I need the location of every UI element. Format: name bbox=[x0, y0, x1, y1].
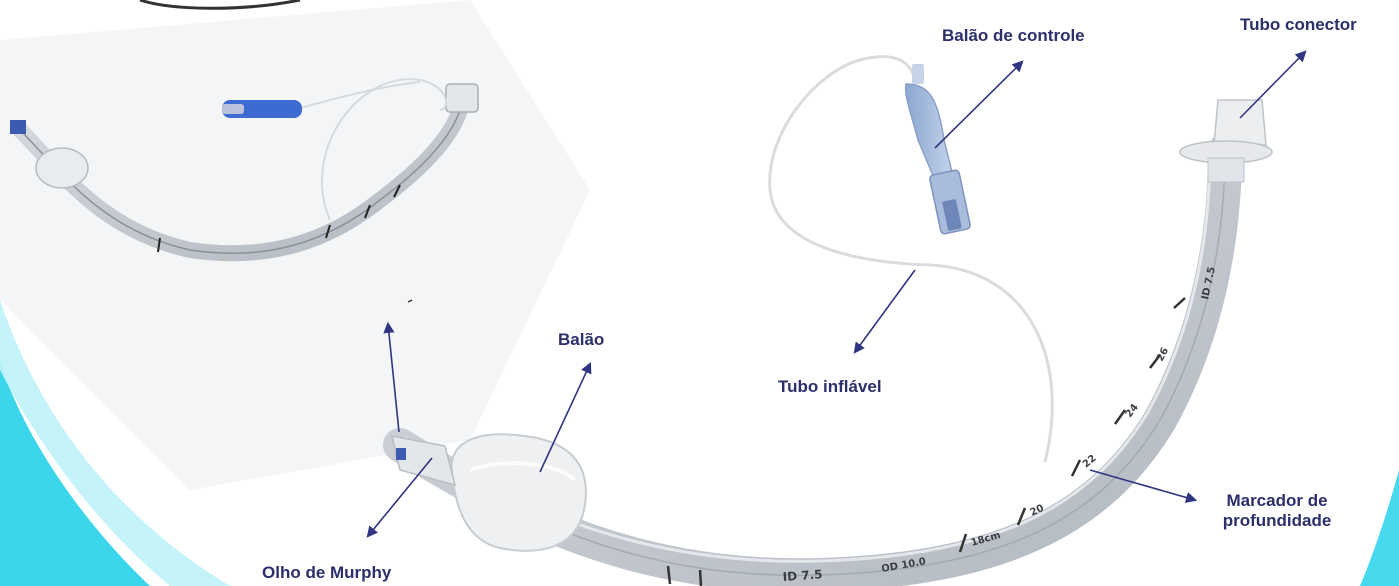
label-depth-marker-line2: profundidade bbox=[1210, 511, 1344, 531]
depth-number-24: 24 bbox=[1124, 402, 1141, 420]
arrow-icon-connector bbox=[1240, 52, 1305, 118]
depth-number-22: 22 bbox=[1081, 453, 1099, 470]
label-depth-marker-line1: Marcador de bbox=[1210, 491, 1344, 511]
arrow-icon-pilot-balloon bbox=[935, 62, 1022, 148]
label-murphy-eye: Olho de Murphy bbox=[262, 563, 391, 583]
depth-number-26: 26 bbox=[1155, 346, 1171, 363]
label-cuff: Balão bbox=[558, 330, 604, 350]
small-tube-photo bbox=[0, 0, 590, 490]
label-pilot-balloon: Balão de controle bbox=[942, 26, 1085, 46]
label-connector: Tubo conector bbox=[1240, 15, 1357, 35]
pilot-balloon bbox=[906, 64, 971, 234]
circle-edge bbox=[140, 0, 300, 8]
connector bbox=[1180, 100, 1272, 182]
arrow-icon-inflation-tube bbox=[855, 270, 915, 352]
label-inflation-tube: Tubo inflável bbox=[778, 377, 882, 397]
cuff bbox=[452, 434, 586, 550]
tube-id-marking: ID 7.5 bbox=[782, 567, 823, 584]
label-depth-marker: Marcador de profundidade bbox=[1210, 491, 1344, 531]
